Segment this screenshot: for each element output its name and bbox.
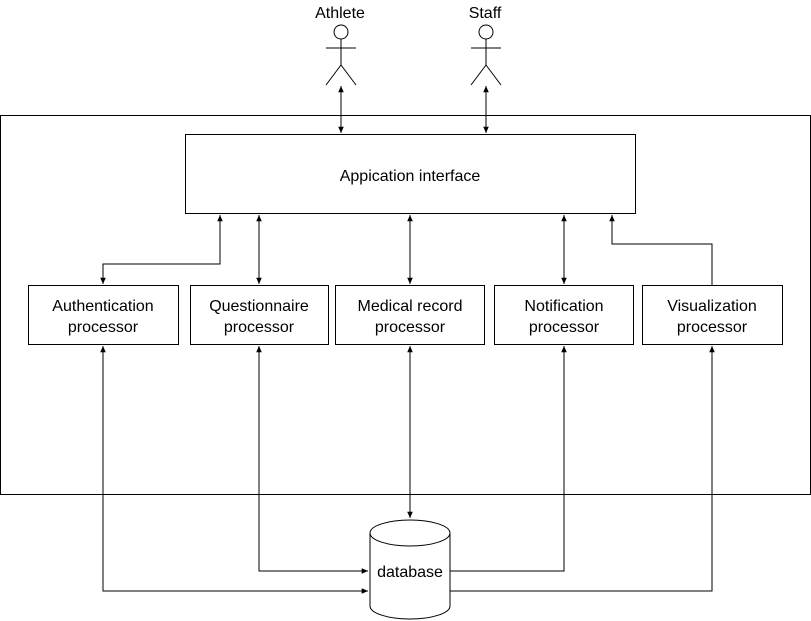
processor-notification: Notification processor — [494, 285, 634, 345]
connector-questionnaire-database — [256, 346, 368, 574]
actor-staff-label: Staff — [469, 5, 502, 22]
processor-authentication-box — [28, 285, 179, 345]
application-interface-box — [185, 134, 636, 214]
processor-authentication: Authentication processor — [28, 285, 179, 345]
actor-athlete: Athlete — [315, 5, 365, 86]
database: database — [369, 519, 451, 620]
connector-authentication-database — [100, 346, 368, 594]
connector-visualization-database — [450, 346, 715, 592]
connector-interface-authentication — [100, 215, 223, 284]
processor-questionnaire: Questionnaire processor — [190, 285, 329, 345]
actor-athlete-label: Athlete — [315, 5, 365, 22]
actor-athlete-head-icon — [333, 24, 349, 40]
processor-medical-record-label-line1: Medical record — [358, 298, 463, 315]
processor-authentication-label-line1: Authentication — [52, 298, 153, 315]
connector-notification-database — [450, 346, 567, 572]
actor-staff: Staff — [469, 5, 502, 86]
processor-questionnaire-label-line2: processor — [224, 319, 295, 336]
processor-visualization: Visualization processor — [642, 285, 783, 345]
database-cylinder-icon — [369, 533, 451, 620]
actor-athlete-body-icon — [325, 39, 357, 86]
database-label: database — [377, 564, 443, 581]
processor-questionnaire-box — [190, 285, 329, 345]
connector-visualization-interface — [609, 215, 713, 285]
processor-visualization-label-line2: processor — [677, 319, 748, 336]
processor-visualization-box — [642, 285, 783, 345]
processor-medical-record: Medical record processor — [335, 285, 485, 345]
database-cylinder-top — [369, 519, 451, 547]
processor-medical-record-box — [335, 285, 485, 345]
application-interface: Appication interface — [185, 134, 636, 214]
processor-notification-label-line2: processor — [529, 319, 600, 336]
processor-visualization-label-line1: Visualization — [667, 298, 757, 315]
processor-notification-box — [494, 285, 634, 345]
actor-staff-body-icon — [470, 39, 502, 86]
processor-authentication-label-line2: processor — [68, 319, 139, 336]
processor-questionnaire-label-line1: Questionnaire — [209, 298, 309, 315]
actor-staff-head-icon — [478, 24, 494, 40]
processor-medical-record-label-line2: processor — [375, 319, 446, 336]
application-interface-label: Appication interface — [340, 168, 481, 185]
processor-notification-label-line1: Notification — [524, 298, 603, 315]
